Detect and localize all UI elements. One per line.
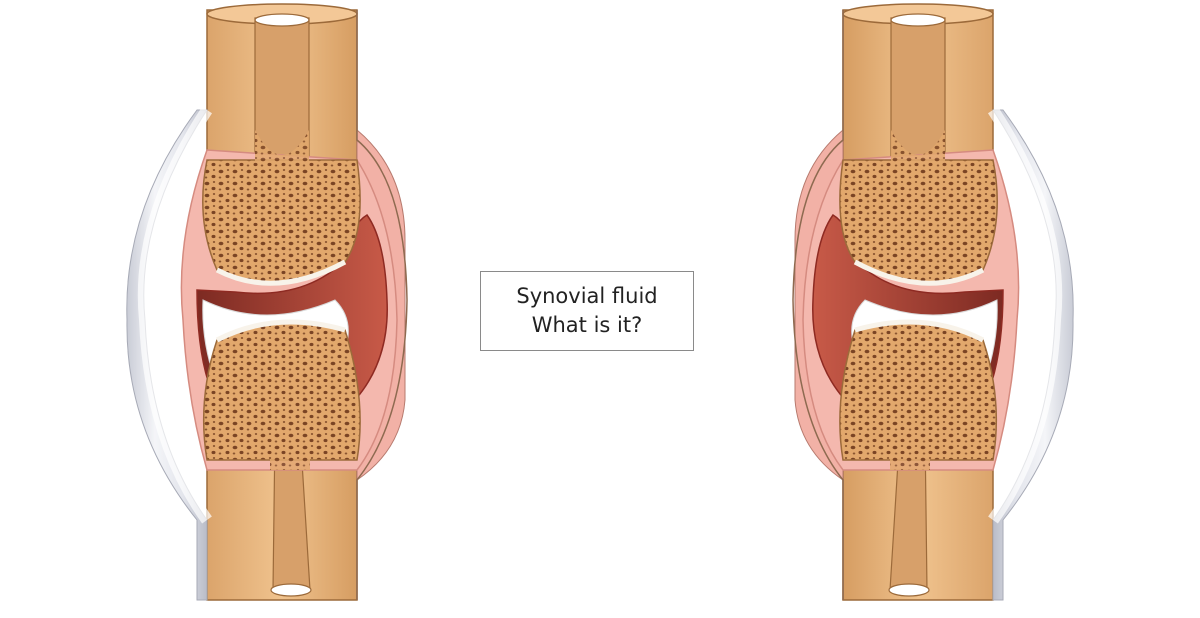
synovial-joint-diagram bbox=[105, 0, 465, 618]
caption-box: Synovial fluid What is it? bbox=[480, 271, 694, 351]
caption-title: Synovial fluid bbox=[516, 284, 658, 308]
joint-illustration-right bbox=[735, 0, 1095, 618]
joint-illustration-left bbox=[105, 0, 465, 618]
synovial-joint-diagram-mirrored bbox=[735, 0, 1095, 618]
caption-question: What is it? bbox=[531, 313, 643, 337]
